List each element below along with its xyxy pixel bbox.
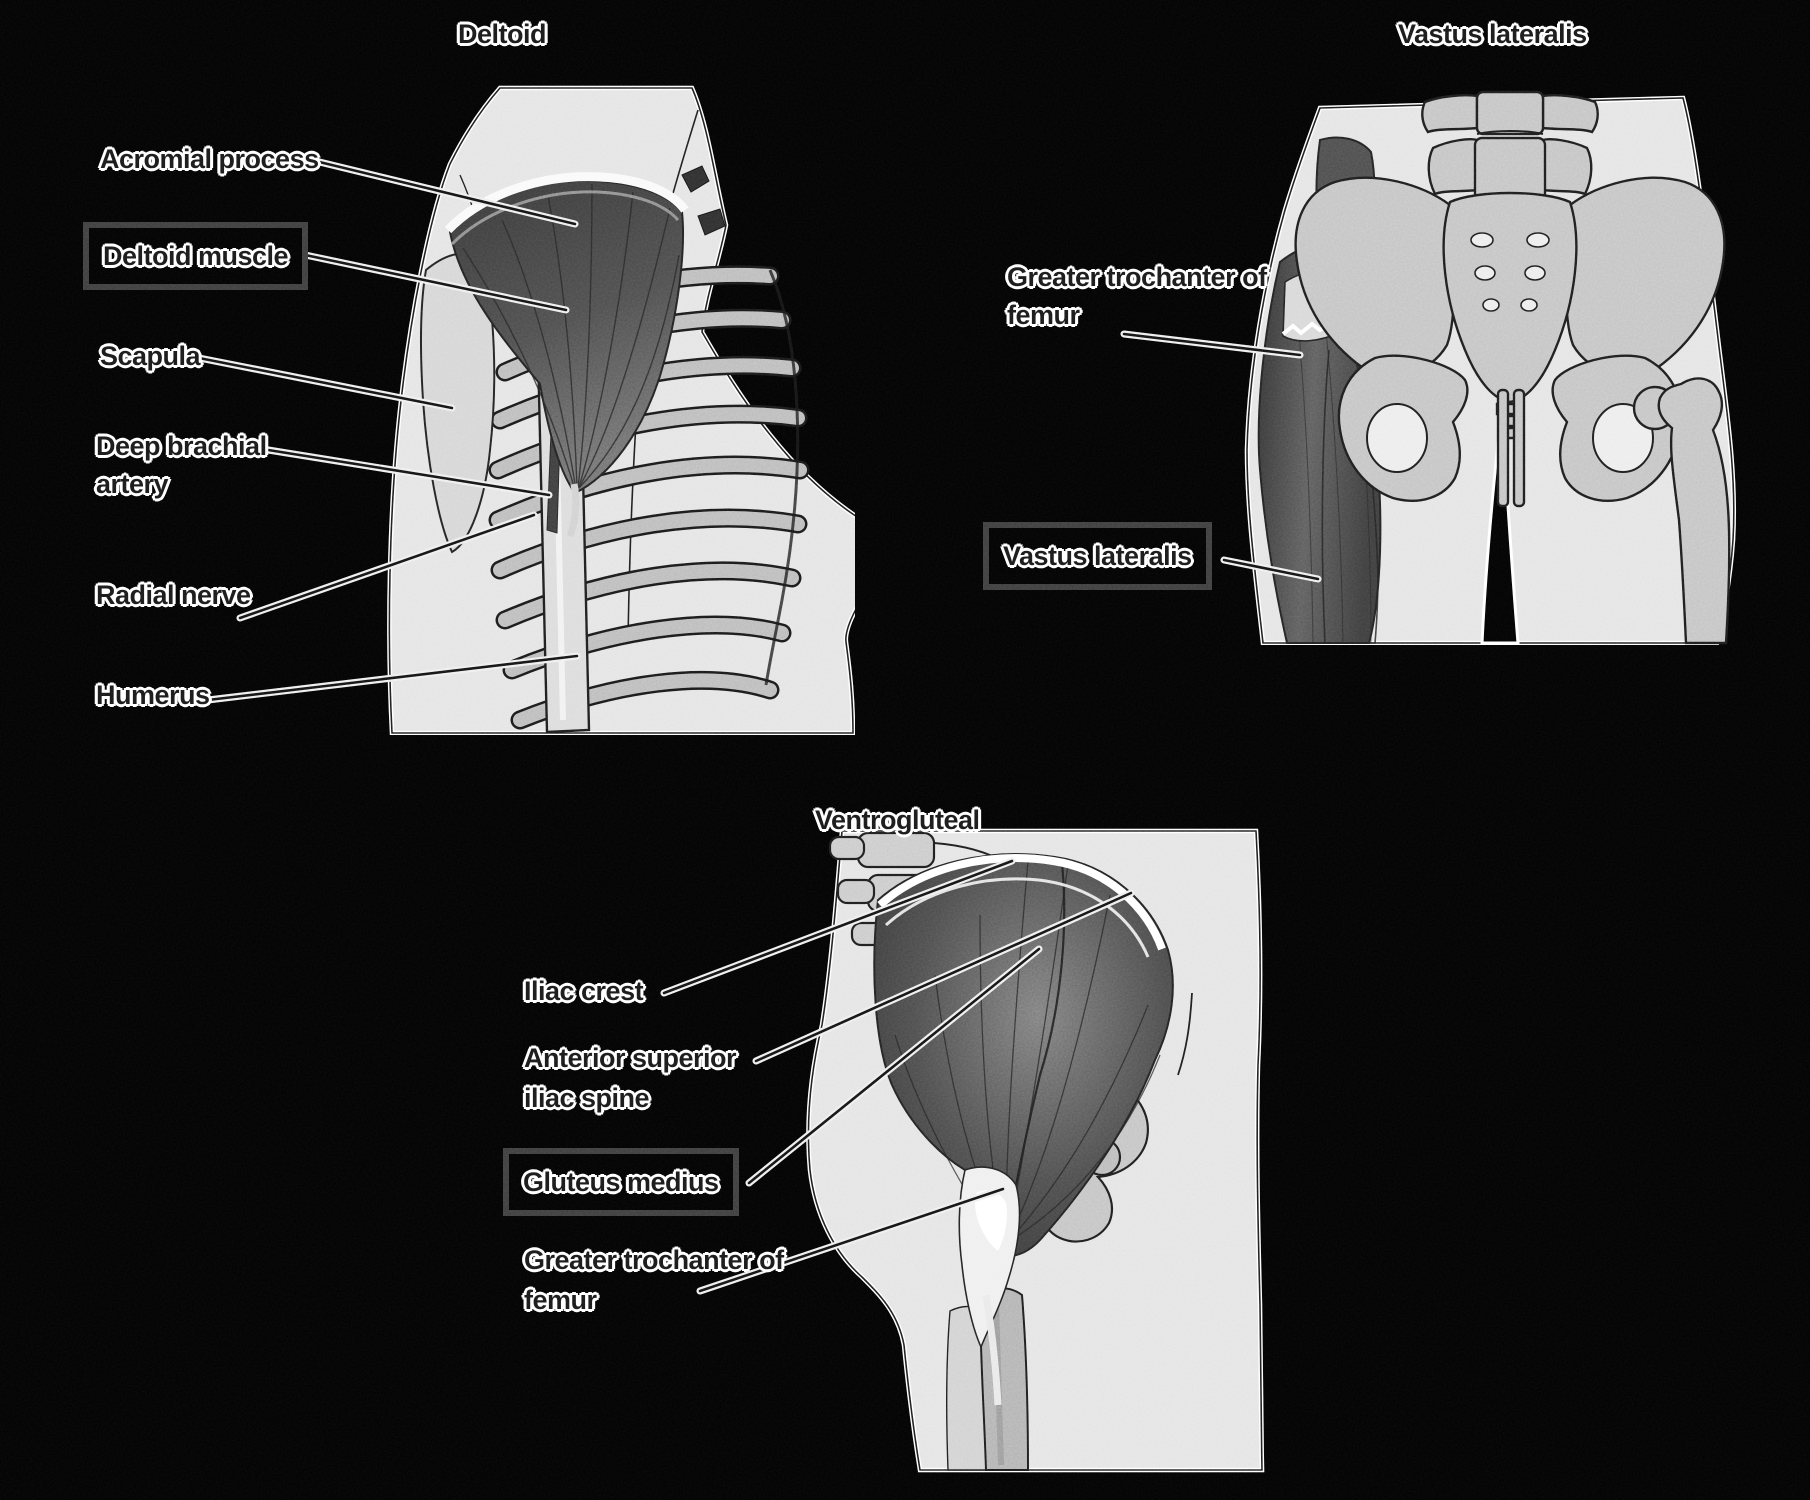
label-greater-trochanter-of-femur-vastus: Greater trochanter of femur bbox=[1007, 262, 1267, 330]
label-box-vastus-lateralis: Vastus lateralis bbox=[983, 522, 1212, 590]
vastus-lateralis-panel-title: Vastus lateralis bbox=[1398, 19, 1587, 49]
label-deep-brachial-artery: Deep brachial artery bbox=[96, 431, 267, 499]
label-humerus: Humerus bbox=[96, 680, 210, 710]
label-iliac-crest: Iliac crest bbox=[524, 976, 644, 1006]
deltoid-panel-title: Deltoid bbox=[458, 19, 547, 49]
deltoid-illustration bbox=[387, 85, 855, 735]
label-box-deltoid-muscle: Deltoid muscle bbox=[83, 222, 309, 290]
label-gluteus-medius: Gluteus medius bbox=[523, 1167, 719, 1197]
ventrogluteal-illustration bbox=[806, 828, 1265, 1473]
label-deltoid-muscle: Deltoid muscle bbox=[103, 241, 289, 271]
label-box-gluteus-medius: Gluteus medius bbox=[503, 1148, 739, 1216]
label-scapula: Scapula bbox=[100, 341, 201, 371]
label-vastus-lateralis: Vastus lateralis bbox=[1003, 541, 1192, 571]
label-radial-nerve: Radial nerve bbox=[96, 580, 251, 610]
label-acromial-process: Acromial process bbox=[100, 144, 319, 174]
label-greater-trochanter-of-femur-ventrogluteal: Greater trochanter of femur bbox=[524, 1245, 784, 1315]
ventrogluteal-panel-title: Ventrogluteal bbox=[815, 805, 980, 835]
vastus-lateralis-illustration bbox=[1244, 90, 1737, 645]
label-anterior-superior-iliac-spine: Anterior superior iliac spine bbox=[524, 1043, 737, 1113]
